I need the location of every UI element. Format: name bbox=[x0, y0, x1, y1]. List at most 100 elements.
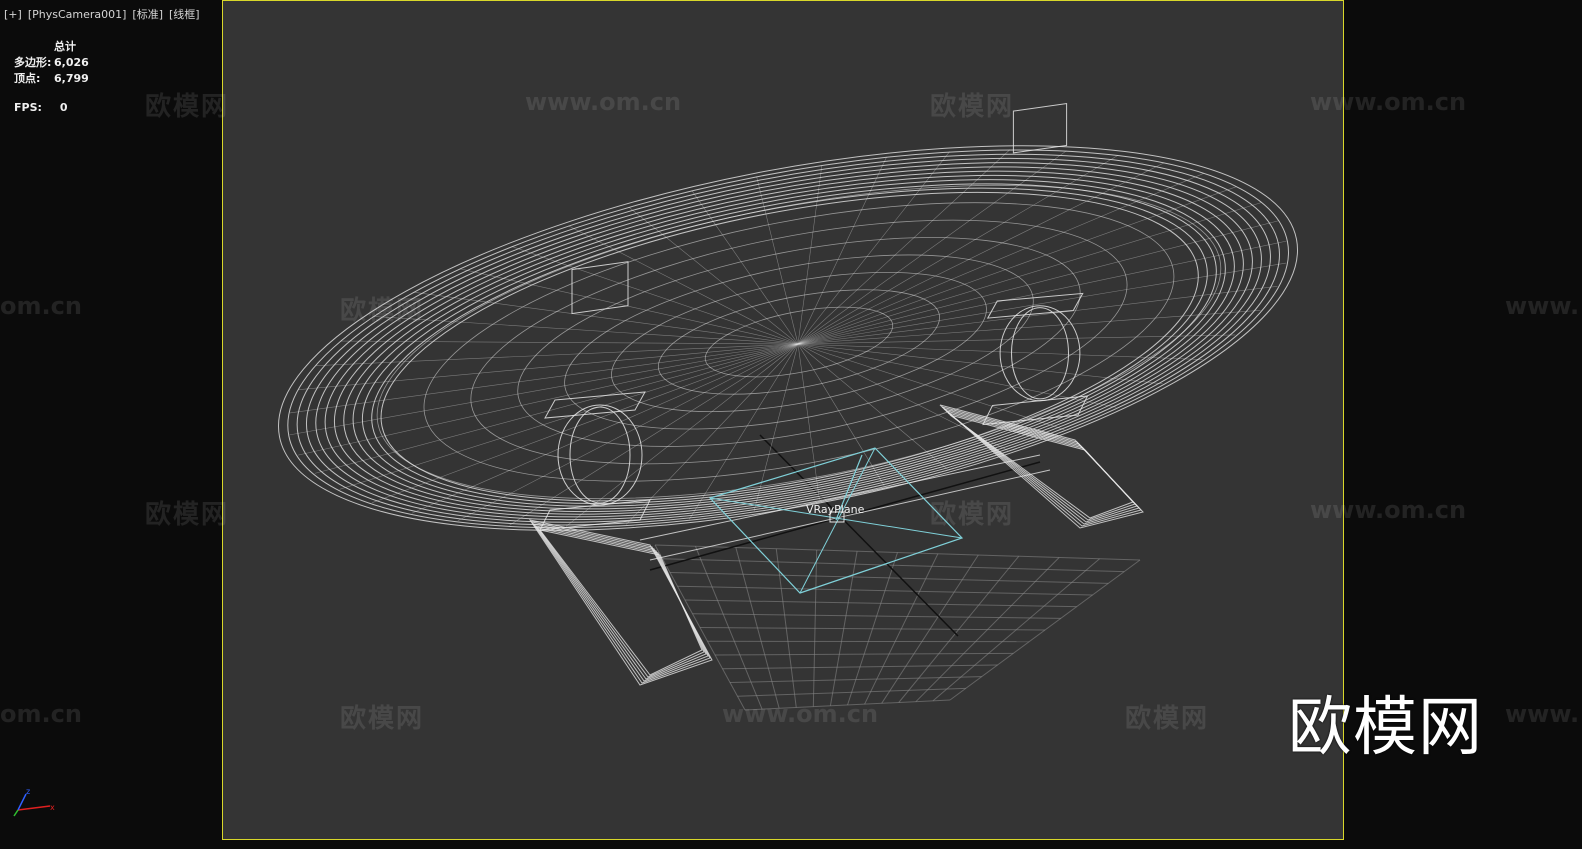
leg-bulb bbox=[1011, 307, 1069, 400]
vertices-label: 顶点: bbox=[14, 72, 41, 85]
watermark-cn: 欧模网 bbox=[340, 704, 425, 734]
tabletop-radial-line bbox=[797, 334, 1236, 345]
tabletop-radial-line bbox=[797, 310, 1261, 345]
watermark-url: www.om.cn bbox=[1310, 496, 1467, 524]
vray-plane-normal bbox=[835, 454, 863, 521]
foot-runner-back bbox=[949, 414, 1134, 519]
tabletop-radial-line bbox=[297, 343, 799, 456]
foot-runner-front bbox=[532, 523, 709, 682]
grid-line bbox=[729, 676, 982, 683]
foot-runner-back bbox=[939, 404, 1144, 529]
foot-runner-front bbox=[530, 521, 711, 684]
tabletop-radial-line bbox=[797, 343, 1163, 385]
watermark-cn: 欧模网 bbox=[930, 92, 1015, 122]
fps-value: 0 bbox=[59, 101, 68, 114]
tabletop-radial-line bbox=[689, 343, 799, 520]
watermark-cn: 欧模网 bbox=[145, 92, 230, 122]
leg-bulb bbox=[557, 404, 643, 506]
grid-line bbox=[744, 699, 951, 711]
tabletop-radial-line bbox=[797, 150, 1067, 345]
display-mode-button[interactable]: [线框] bbox=[169, 8, 200, 21]
tabletop-radial-line bbox=[797, 186, 1237, 345]
pedestal-leg-front bbox=[539, 261, 651, 531]
tabletop-radial-line bbox=[413, 291, 799, 345]
leg-block bbox=[1012, 103, 1068, 154]
tabletop-edge-ring bbox=[296, 153, 1280, 526]
table-wireframe[interactable] bbox=[247, 74, 1328, 686]
viewport-menu-button[interactable]: [+] bbox=[4, 7, 22, 21]
tabletop-inner-ring bbox=[564, 254, 1034, 430]
tabletop-radial-line bbox=[568, 225, 799, 345]
watermark-url: www. bbox=[1505, 292, 1580, 320]
grid-axis-line bbox=[759, 434, 959, 637]
z-axis-line bbox=[17, 793, 27, 811]
vray-plane-object[interactable] bbox=[708, 447, 964, 594]
floor-grid bbox=[649, 434, 1141, 711]
tabletop-inner-ring bbox=[423, 202, 1175, 482]
tabletop-radial-line bbox=[797, 165, 823, 345]
fps-readout: FPS: 0 bbox=[14, 101, 68, 114]
tabletop-radial-line bbox=[797, 262, 1287, 345]
vray-plane-label: VRayPlane bbox=[806, 503, 865, 516]
vray-plane-gizmo bbox=[829, 511, 845, 523]
stats-polygons-row: 多边形: 6,026 bbox=[14, 54, 114, 70]
fps-label: FPS: bbox=[14, 101, 42, 114]
tabletop-radial-line bbox=[797, 343, 885, 486]
watermark-url: www.om.cn bbox=[525, 88, 682, 116]
watermark-cn: 欧模网 bbox=[1125, 704, 1210, 734]
foot-runner-front bbox=[528, 519, 713, 686]
safe-frame[interactable] bbox=[222, 0, 1344, 840]
tabletop-inner-ring bbox=[517, 237, 1081, 447]
y-axis-line bbox=[13, 809, 19, 817]
tabletop-radial-line bbox=[315, 343, 799, 366]
vray-plane-diagonal bbox=[709, 497, 963, 539]
tabletop-edge-ring bbox=[352, 179, 1226, 510]
tabletop-radial-line bbox=[797, 149, 1011, 345]
statistics-panel: 总计 多边形: 6,026 顶点: 6,799 bbox=[14, 38, 114, 86]
watermark-url: om.cn bbox=[0, 700, 82, 728]
polygons-label: 多边形: bbox=[14, 56, 52, 69]
brand-watermark: 欧模网 bbox=[1288, 691, 1483, 765]
tabletop-radial-line bbox=[411, 343, 799, 514]
tabletop-radial-line bbox=[797, 151, 950, 345]
leg-base-top bbox=[539, 499, 651, 531]
tabletop-radial-line bbox=[797, 343, 948, 470]
tabletop-edge-ring bbox=[361, 183, 1217, 507]
tabletop-radial-line bbox=[314, 343, 799, 474]
tabletop-edge-ring bbox=[305, 157, 1271, 523]
tabletop-radial-line bbox=[797, 240, 1287, 345]
tabletop-radial-line bbox=[797, 162, 1165, 345]
tabletop-inner-ring bbox=[611, 271, 987, 413]
tabletop-radial-line bbox=[797, 285, 1278, 345]
foot-runner-front bbox=[534, 525, 707, 680]
tabletop-radial-line bbox=[509, 343, 799, 526]
tabletop-edge-ring bbox=[287, 149, 1289, 529]
foot-runner-back bbox=[943, 408, 1140, 525]
tabletop-edge-ring bbox=[343, 174, 1235, 513]
tabletop-radial-line bbox=[797, 202, 1262, 345]
tabletop-inner-ring bbox=[376, 184, 1222, 500]
foot-runner-back bbox=[947, 412, 1136, 521]
foot-runner-front bbox=[538, 529, 703, 676]
tabletop-radial-line bbox=[797, 173, 1204, 345]
tabletop-radial-line bbox=[797, 156, 887, 345]
foot-runner-front bbox=[536, 527, 705, 678]
tabletop-edge-ring bbox=[278, 145, 1298, 531]
tabletop-edge-ring bbox=[333, 170, 1244, 515]
tabletop-radial-line bbox=[372, 343, 799, 503]
camera-label-button[interactable]: [PhysCamera001] bbox=[27, 7, 127, 21]
table-feet bbox=[528, 404, 1144, 686]
stats-vertices-row: 顶点: 6,799 bbox=[14, 70, 114, 86]
tabletop-radial-line bbox=[753, 343, 799, 511]
z-axis-label: z bbox=[26, 787, 30, 796]
tabletop-radial-line bbox=[797, 220, 1279, 345]
watermark-cn: 欧模网 bbox=[145, 500, 230, 530]
axis-gizmo: x z bbox=[13, 787, 55, 817]
x-axis-label: x bbox=[50, 803, 55, 812]
tabletop-radial-line bbox=[511, 246, 799, 345]
grid-line bbox=[949, 559, 1141, 701]
tabletop-radial-line bbox=[298, 343, 799, 391]
stretcher-bar bbox=[649, 469, 1051, 561]
shading-mode-button[interactable]: [标准] bbox=[132, 8, 163, 21]
